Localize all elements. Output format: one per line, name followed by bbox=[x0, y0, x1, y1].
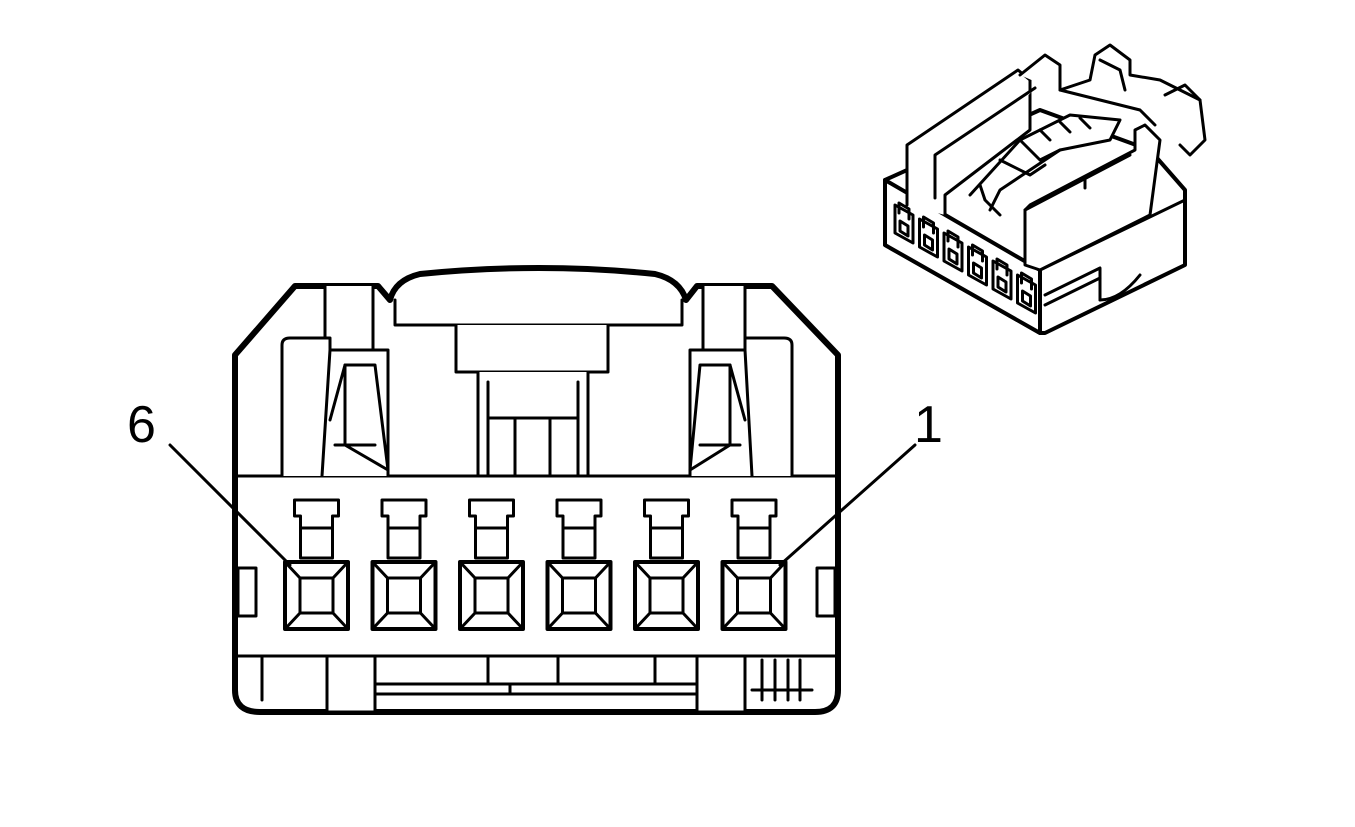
pin-6-label: 6 bbox=[127, 396, 156, 454]
isometric-cavity bbox=[1016, 271, 1037, 315]
center-lock bbox=[454, 323, 610, 478]
left-latch bbox=[280, 284, 390, 478]
pin-6-leader bbox=[168, 443, 292, 567]
terminal-cavities bbox=[283, 498, 788, 631]
terminal-cavity bbox=[720, 498, 788, 631]
isometric-cavity bbox=[991, 257, 1013, 301]
housing-bottom-details bbox=[260, 654, 814, 714]
isometric-cavities bbox=[893, 201, 1037, 315]
right-latch bbox=[688, 284, 794, 478]
terminal-cavity bbox=[370, 498, 438, 631]
isometric-cavity bbox=[893, 201, 915, 245]
right-side-notch bbox=[815, 566, 837, 618]
terminal-cavity bbox=[633, 498, 700, 631]
pin-1-leader bbox=[778, 443, 917, 567]
connector-isometric-view bbox=[883, 43, 1207, 335]
isometric-cavity bbox=[967, 243, 988, 287]
terminal-cavity bbox=[283, 498, 350, 631]
terminal-cavity bbox=[545, 498, 613, 631]
left-side-notch bbox=[236, 566, 258, 618]
isometric-cavity bbox=[918, 215, 939, 259]
isometric-cavity bbox=[942, 229, 964, 273]
terminal-cavity bbox=[458, 498, 525, 631]
pin-1-label: 1 bbox=[914, 396, 943, 454]
connector-front-view: 6 1 bbox=[127, 265, 943, 715]
